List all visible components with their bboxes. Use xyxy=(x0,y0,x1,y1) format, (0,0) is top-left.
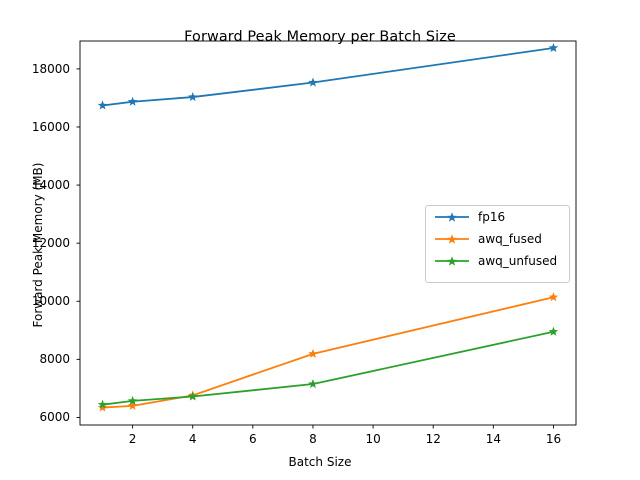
chart-legend: fp16 awq_fused awq_unfused xyxy=(425,205,570,283)
data-point-marker xyxy=(308,379,318,389)
data-point-marker xyxy=(308,348,318,358)
legend-label-awq-unfused: awq_unfused xyxy=(478,254,558,268)
legend-item-fp16: fp16 xyxy=(426,206,569,228)
data-point-marker xyxy=(97,100,108,110)
data-point-marker xyxy=(187,92,198,102)
x-tick-label: 12 xyxy=(425,432,441,446)
data-point-marker xyxy=(97,402,108,412)
legend-item-awq-fused: awq_fused xyxy=(426,228,569,250)
x-tick-label: 16 xyxy=(545,432,562,446)
data-point-marker xyxy=(548,326,559,336)
x-tick-label: 6 xyxy=(249,432,257,446)
y-axis-label: Forward Peak Memory (MB) xyxy=(31,162,45,328)
data-point-marker xyxy=(308,77,318,87)
y-tick-label: 10000 xyxy=(31,294,70,309)
y-tick-label: 18000 xyxy=(31,61,70,76)
legend-swatch-awq-fused xyxy=(435,234,469,244)
y-tick-label: 8000 xyxy=(39,352,70,367)
legend-label-fp16: fp16 xyxy=(478,210,506,224)
legend-swatch-fp16 xyxy=(435,212,469,222)
x-tick-label: 10 xyxy=(365,432,381,446)
series-line-fp16 xyxy=(102,47,554,107)
series-line-awq_unfused xyxy=(102,330,554,406)
data-point-marker xyxy=(548,292,559,302)
x-tick-label: 8 xyxy=(309,432,317,446)
data-point-marker xyxy=(97,399,108,409)
x-tick-label: 4 xyxy=(188,432,197,446)
y-tick-label: 16000 xyxy=(31,119,70,134)
data-point-marker xyxy=(548,42,559,53)
x-tick-label: 14 xyxy=(485,432,501,446)
legend-item-awq-unfused: awq_unfused xyxy=(426,250,569,272)
legend-swatch-awq-unfused xyxy=(435,256,469,266)
x-tick-label: 2 xyxy=(128,432,137,446)
series-line-awq_fused xyxy=(102,296,554,409)
data-point-marker xyxy=(187,391,198,401)
data-point-marker xyxy=(127,400,138,410)
data-point-marker xyxy=(127,96,138,106)
y-tick-label: 14000 xyxy=(31,178,70,193)
legend-label-awq-fused: awq_fused xyxy=(478,232,542,246)
data-point-marker xyxy=(127,395,138,405)
x-axis-label: Batch Size xyxy=(288,455,352,469)
y-tick-label: 6000 xyxy=(39,410,70,425)
y-tick-label: 12000 xyxy=(31,236,70,251)
